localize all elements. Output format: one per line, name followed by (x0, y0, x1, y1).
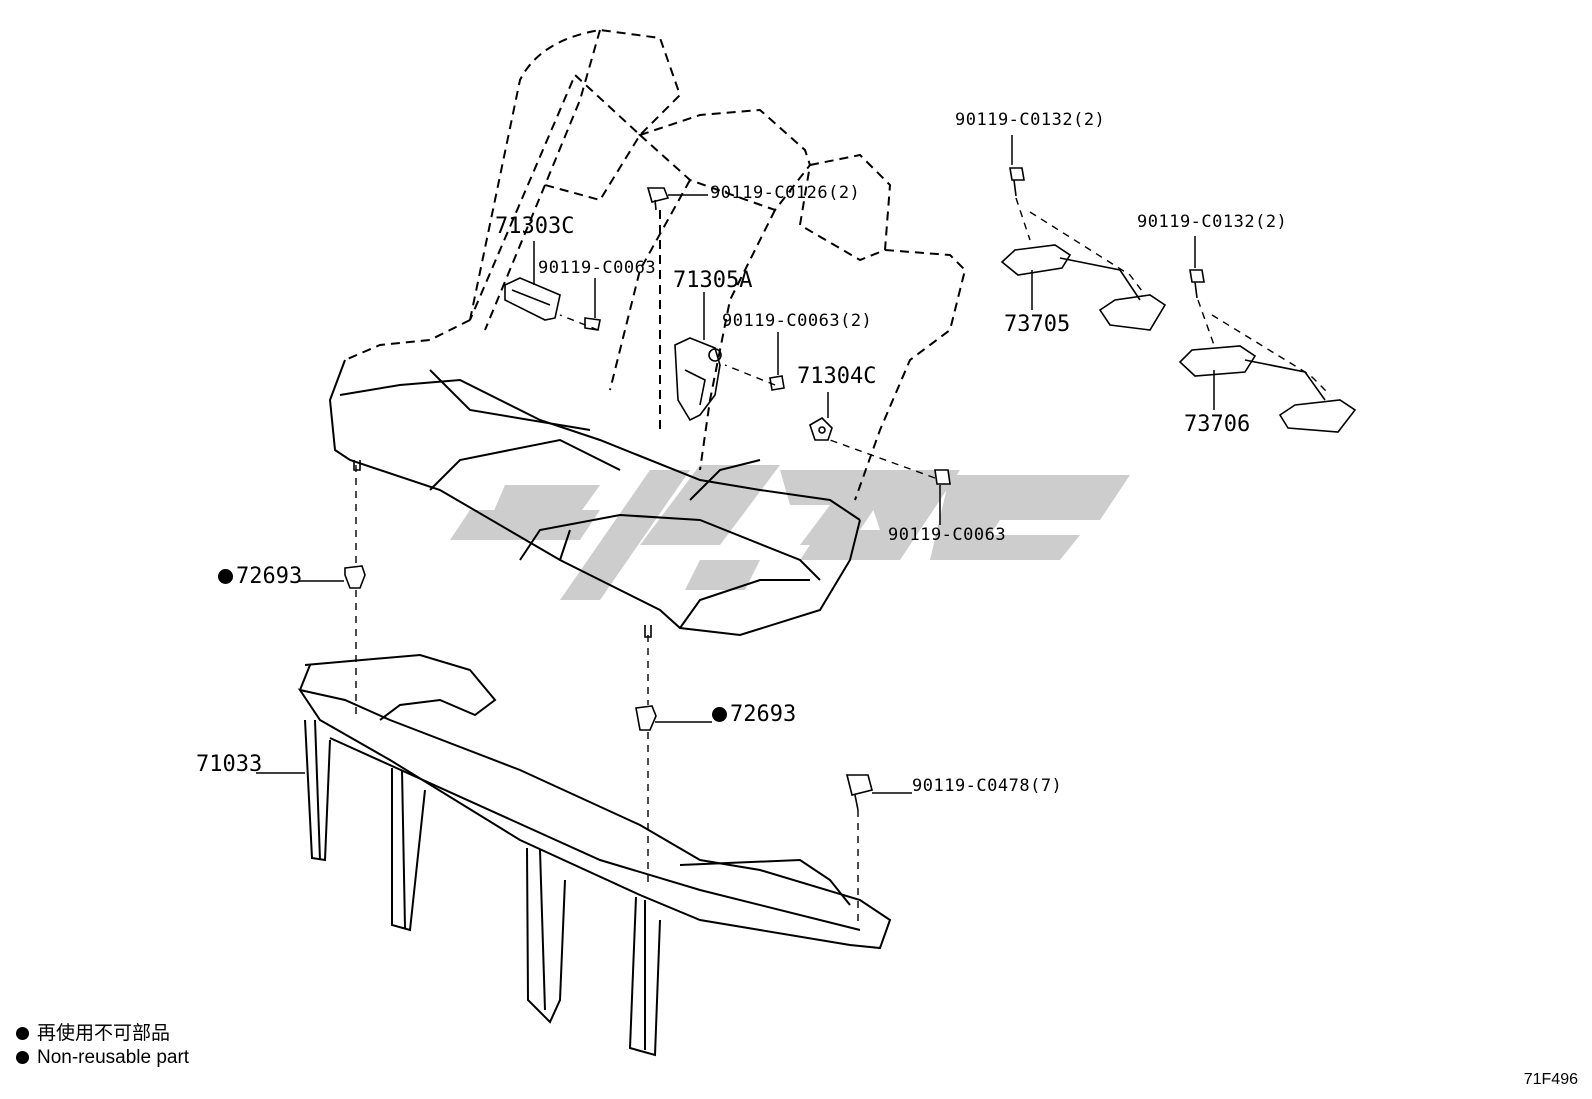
assembly-guides (355, 197, 1331, 925)
seat-cushion-outline (328, 28, 967, 637)
legend-text-jp: 再使用不可部品 (37, 1023, 171, 1044)
seat-frame-71033-drawing (297, 653, 892, 1057)
part-label-71304c: 71304C (797, 364, 877, 389)
part-label-73705: 73705 (1004, 312, 1071, 337)
legend-dot-icon (16, 1027, 29, 1040)
leader-lines (256, 135, 1215, 794)
non-reusable-marker-icon (218, 569, 233, 584)
legend-japanese: 再使用不可部品 (16, 1024, 170, 1043)
bracket-71305a-drawing (674, 337, 722, 422)
part-label-71303c: 71303C (495, 214, 575, 239)
part-label-71033: 71033 (196, 752, 263, 777)
part-label-90119-c0063-right: 90119-C0063 (888, 525, 1007, 545)
part-label-72693-right: 72693 (712, 704, 796, 726)
part-label-90119-c0063-center: 90119-C0063(2) (722, 311, 873, 331)
diagram-code: 71F496 (1523, 1071, 1578, 1088)
bolt-icons (584, 167, 1205, 811)
striker-73705-drawing (1000, 244, 1167, 331)
legend-text-en: Non-reusable part (37, 1047, 190, 1068)
non-reusable-marker-icon (712, 707, 727, 722)
part-number-72693-left: 72693 (236, 564, 303, 589)
part-label-90119-c0063-left: 90119-C0063 (538, 258, 657, 278)
part-number-72693-right: 72693 (730, 702, 797, 727)
part-label-73706: 73706 (1184, 412, 1251, 437)
cushion-pins (353, 460, 652, 638)
part-label-71305a: 71305A (673, 268, 753, 293)
clip-72693-icons (344, 565, 657, 731)
part-label-90119-c0132-lower: 90119-C0132(2) (1137, 212, 1288, 232)
legend-dot-icon (16, 1051, 29, 1064)
hinge-71303c-drawing (504, 277, 561, 321)
bracket-71304c-drawing (809, 416, 833, 441)
part-label-72693-left: 72693 (218, 566, 302, 588)
part-label-90119-c0126: 90119-C0126(2) (710, 183, 861, 203)
legend-english: Non-reusable part (16, 1048, 189, 1067)
part-label-90119-c0478: 90119-C0478(7) (912, 776, 1063, 796)
striker-73706-drawing (1178, 345, 1357, 433)
part-label-90119-c0132-upper: 90119-C0132(2) (955, 110, 1106, 130)
